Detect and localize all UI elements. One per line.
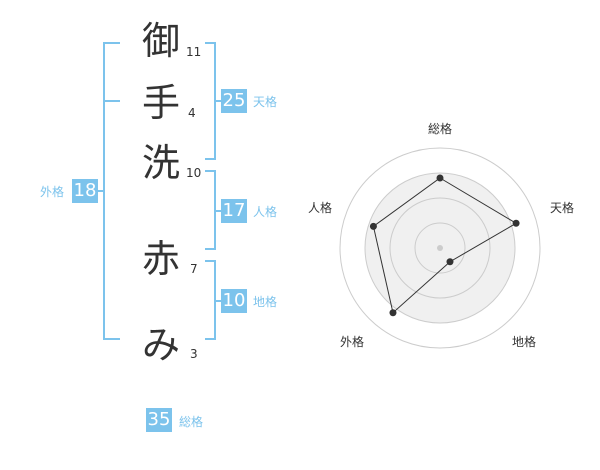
axis-label-gaikaku: 外格 xyxy=(340,334,364,349)
chikaku-tick xyxy=(214,300,222,302)
radar-ring-2 xyxy=(389,197,491,299)
gaikaku-value: 18 xyxy=(72,179,98,203)
stroke-count-3: 10 xyxy=(186,166,202,180)
gaikaku-tick-mid xyxy=(97,190,105,192)
radar-point-4 xyxy=(369,222,377,230)
name-char-4: 赤 xyxy=(142,237,181,281)
radar-center xyxy=(437,245,443,251)
axis-label-tenkaku: 天格 xyxy=(550,200,574,215)
radar-polygon xyxy=(372,177,518,314)
radar-ring-4 xyxy=(339,147,541,349)
soukaku-value: 35 xyxy=(146,408,172,432)
name-char-3: 洗 xyxy=(142,141,181,185)
jinkaku-label: 人格 xyxy=(253,205,278,219)
chikaku-value: 10 xyxy=(221,289,247,313)
radar-ring-1 xyxy=(414,222,466,274)
name-char-2: 手 xyxy=(142,81,181,125)
radar-point-0 xyxy=(436,174,444,182)
stroke-count-1: 11 xyxy=(186,45,202,59)
name-char-1: 御 xyxy=(142,19,181,63)
tenkaku-label: 天格 xyxy=(253,95,278,109)
tenkaku-tick xyxy=(214,100,222,102)
radar-ring-3 xyxy=(364,172,516,324)
soukaku-label: 総格 xyxy=(179,415,204,429)
chikaku-label: 地格 xyxy=(253,295,278,309)
gaikaku-label: 外格 xyxy=(40,185,65,199)
tenkaku-value: 25 xyxy=(221,89,247,113)
radar-point-2 xyxy=(446,258,454,266)
axis-label-jinkaku: 人格 xyxy=(308,200,332,215)
stroke-count-2: 4 xyxy=(188,106,196,120)
axis-label-soukaku: 総格 xyxy=(428,121,452,136)
axis-label-chikaku: 地格 xyxy=(512,334,536,349)
name-char-5: み xyxy=(142,323,181,367)
radar-point-3 xyxy=(389,309,397,317)
stroke-count-4: 7 xyxy=(190,262,198,276)
stroke-count-5: 3 xyxy=(190,347,198,361)
radar-point-1 xyxy=(512,219,520,227)
gaikaku-bracket xyxy=(103,42,120,340)
gaikaku-tick-top xyxy=(103,100,120,102)
jinkaku-tick xyxy=(214,210,222,212)
jinkaku-value: 17 xyxy=(221,199,247,223)
